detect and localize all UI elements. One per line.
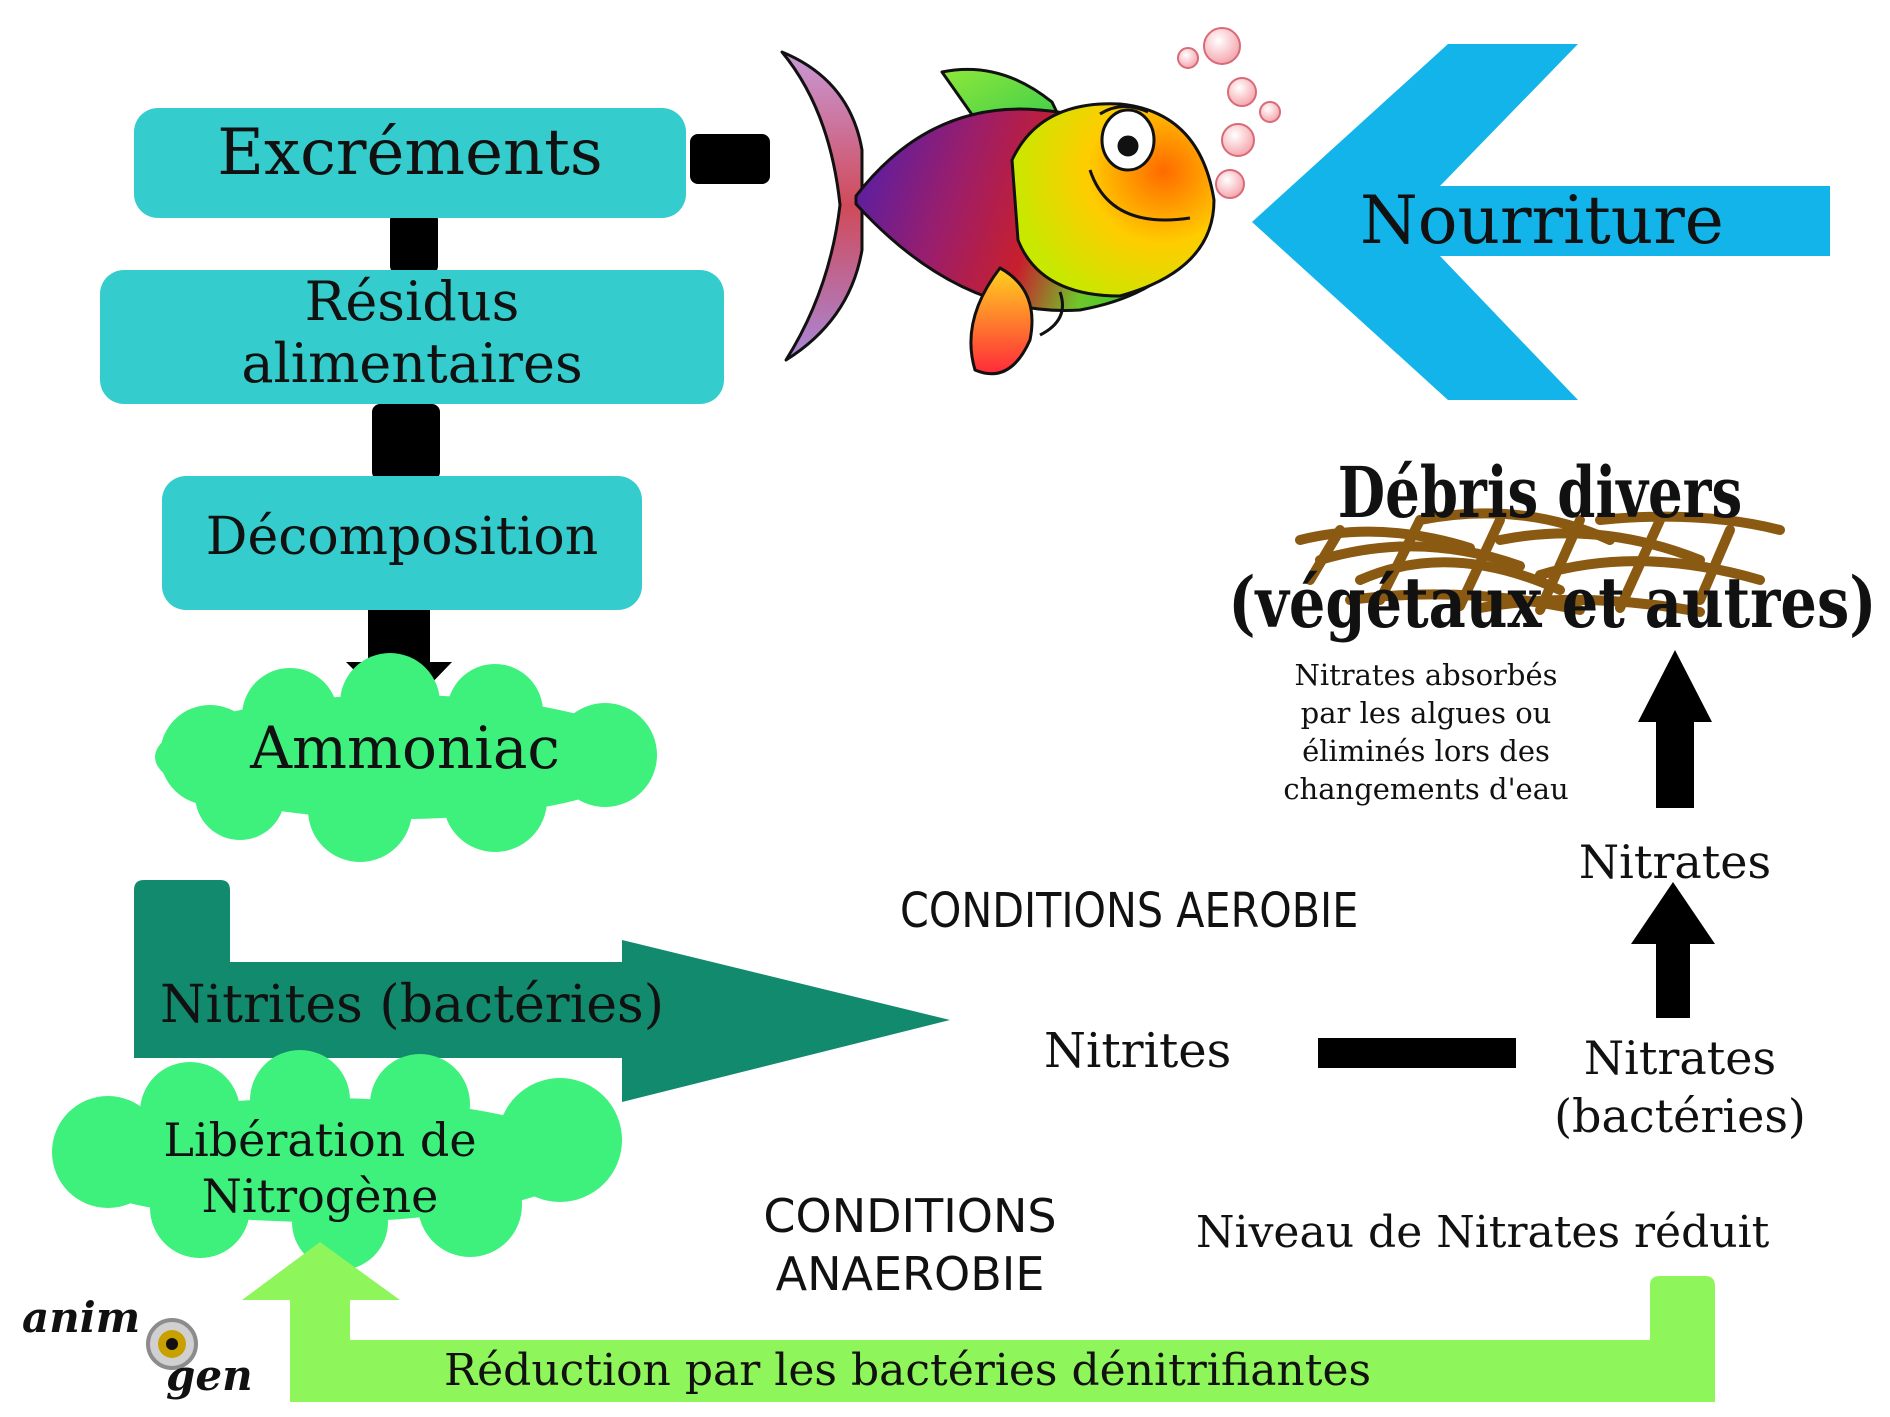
cloud-liberation [52, 1050, 622, 1270]
arrow-nourriture [1252, 44, 1830, 400]
logo-part2: gen [166, 1351, 253, 1400]
box-decomposition-label: Décomposition [205, 507, 599, 567]
fish-icon [780, 50, 1216, 376]
debris-label-2: (végétaux et autres) [1228, 561, 1877, 644]
bar-nitrites-nitrates [1318, 1038, 1516, 1068]
conditions-aerobie-label: CONDITIONS AEROBIE [900, 883, 1359, 939]
logo-part1: anim [22, 1293, 141, 1342]
connector-excrements-residus [390, 212, 438, 274]
nitrites-label: Nitrites [1044, 1023, 1232, 1079]
box-residus-label-1: Résidus [304, 270, 520, 333]
arrow-nitrites-bacteries-label: Nitrites (bactéries) [160, 975, 665, 1035]
nitrates-bacteries-label-2: (bactéries) [1554, 1089, 1806, 1143]
cloud-liberation-label-2: Nitrogène [201, 1169, 439, 1223]
debris-strokes [1295, 508, 1785, 617]
arrow-nourriture-label: Nourriture [1360, 182, 1724, 259]
box-excrements [134, 108, 686, 218]
conditions-anaerobie-label-1: CONDITIONS [763, 1189, 1057, 1243]
debris-label-1: Débris divers [1337, 451, 1743, 534]
connector-residus-decomposition [372, 404, 440, 480]
absorbes-label-1: Nitrates absorbés [1294, 658, 1558, 692]
arrow-reduction-label: Réduction par les bactéries dénitrifiant… [444, 1345, 1372, 1396]
box-excrements-label: Excréments [217, 116, 603, 190]
absorbes-label-3: éliminés lors des [1302, 734, 1550, 768]
bubbles [1177, 27, 1281, 199]
nitrates-bacteries-label-1: Nitrates [1583, 1031, 1777, 1085]
nitrates-label: Nitrates [1578, 835, 1772, 889]
cloud-ammoniac-label: Ammoniac [250, 714, 560, 782]
cloud-ammoniac [155, 653, 657, 862]
box-residus-label-2: alimentaires [241, 332, 583, 395]
arrow-nitratesbact-nitrates [1631, 882, 1715, 1018]
box-decomposition [162, 476, 642, 610]
arrow-nitrates-debris [1638, 650, 1712, 808]
logo-eye-icon [146, 1318, 198, 1370]
arrow-nitrites-bacteries [134, 880, 950, 1102]
cloud-liberation-label-1: Libération de [163, 1113, 477, 1167]
arrow-reduction [242, 1242, 1715, 1402]
box-residus [100, 270, 724, 404]
absorbes-label-2: par les algues ou [1300, 696, 1552, 730]
conditions-anaerobie-label-2: ANAEROBIE [775, 1247, 1045, 1301]
niveau-reduit-label: Niveau de Nitrates réduit [1196, 1207, 1770, 1258]
absorbes-label-4: changements d'eau [1283, 772, 1569, 806]
connector-excrements-fish [690, 134, 770, 184]
